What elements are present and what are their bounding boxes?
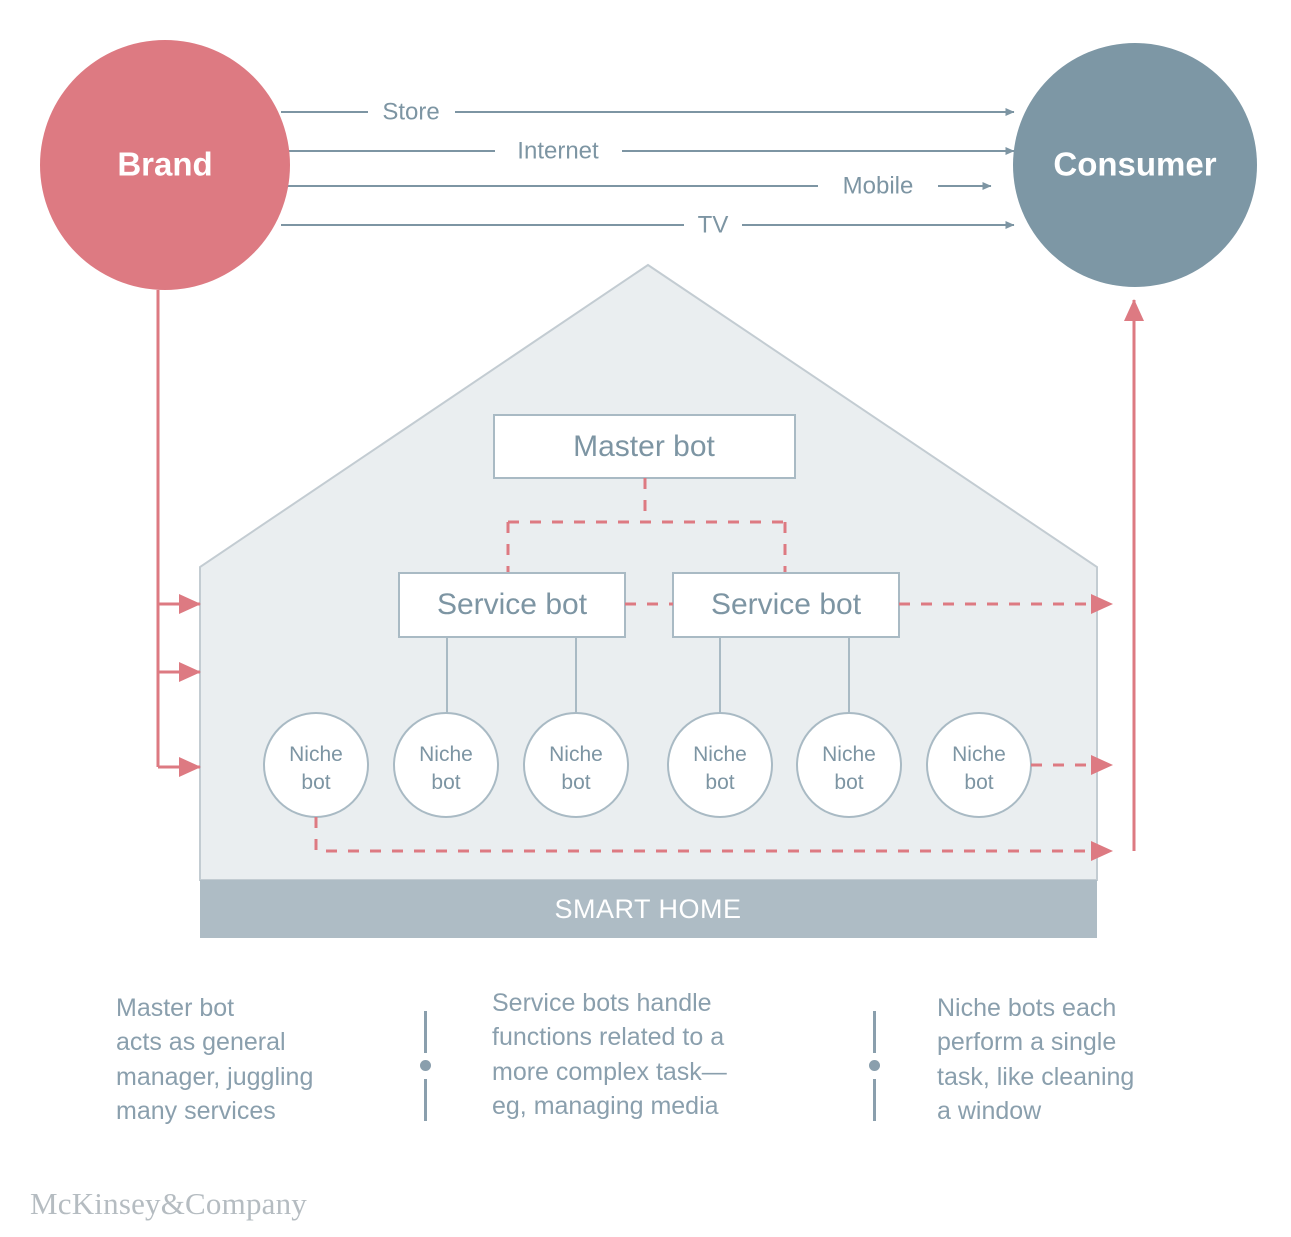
channel-label-tv: TV: [698, 211, 729, 238]
separator-line-top: [424, 1011, 427, 1053]
niche-bot-label-line1: Niche: [952, 743, 1006, 766]
niche-bot-6[interactable]: Niche bot: [926, 712, 1032, 818]
niche-bot-circle[interactable]: [796, 712, 902, 818]
niche-bot-label-line1: Niche: [289, 743, 343, 766]
separator-line-bottom: [424, 1079, 427, 1121]
caption-service-bots: Service bots handle functions related to…: [492, 989, 727, 1120]
niche-bot-label-line1: Niche: [822, 743, 876, 766]
niche-bot-label-line2: bot: [301, 771, 330, 794]
niche-bot-label-line2: bot: [964, 771, 993, 794]
caption-niche-bots: Niche bots each perform a single task, l…: [937, 994, 1135, 1125]
channel-label-internet: Internet: [517, 137, 599, 164]
niche-bot-label-line2: bot: [834, 771, 863, 794]
caption-master-bot: Master bot acts as general manager, jugg…: [116, 994, 314, 1125]
niche-bot-circle[interactable]: [667, 712, 773, 818]
separator-line-bottom: [873, 1079, 876, 1121]
niche-bot-circle[interactable]: [393, 712, 499, 818]
separator-line-top: [873, 1011, 876, 1053]
niche-bot-label-line2: bot: [705, 771, 734, 794]
caption-separator-2: [869, 1011, 880, 1121]
niche-bot-circle[interactable]: [523, 712, 629, 818]
master-bot-label: Master bot: [573, 430, 715, 463]
mckinsey-company-logo: McKinsey&Company: [30, 1186, 308, 1221]
separator-dot: [420, 1060, 431, 1071]
smart-home-bar: [200, 880, 1097, 938]
niche-bot-label-line2: bot: [431, 771, 460, 794]
niche-bot-label-line2: bot: [561, 771, 590, 794]
niche-bot-2[interactable]: Niche bot: [393, 712, 499, 818]
channel-label-mobile: Mobile: [843, 172, 914, 199]
separator-dot: [869, 1060, 880, 1071]
service-bot-label-left: Service bot: [437, 588, 588, 621]
niche-bot-5[interactable]: Niche bot: [796, 712, 902, 818]
smart-home-label: SMART HOME: [554, 894, 741, 924]
niche-bot-1[interactable]: Niche bot: [263, 712, 369, 818]
niche-bot-label-line1: Niche: [693, 743, 747, 766]
brand-circle[interactable]: [40, 40, 290, 290]
niche-bot-label-line1: Niche: [549, 743, 603, 766]
niche-bot-4[interactable]: Niche bot: [667, 712, 773, 818]
service-bot-box-right[interactable]: [672, 572, 900, 638]
service-bot-label-right: Service bot: [711, 588, 862, 621]
consumer-label: Consumer: [1053, 146, 1216, 183]
consumer-circle[interactable]: [1013, 43, 1257, 287]
niche-bot-3[interactable]: Niche bot: [523, 712, 629, 818]
channel-label-store: Store: [382, 98, 439, 125]
caption-separator-1: [420, 1011, 431, 1121]
brand-label: Brand: [117, 146, 212, 183]
niche-bot-label-line1: Niche: [419, 743, 473, 766]
